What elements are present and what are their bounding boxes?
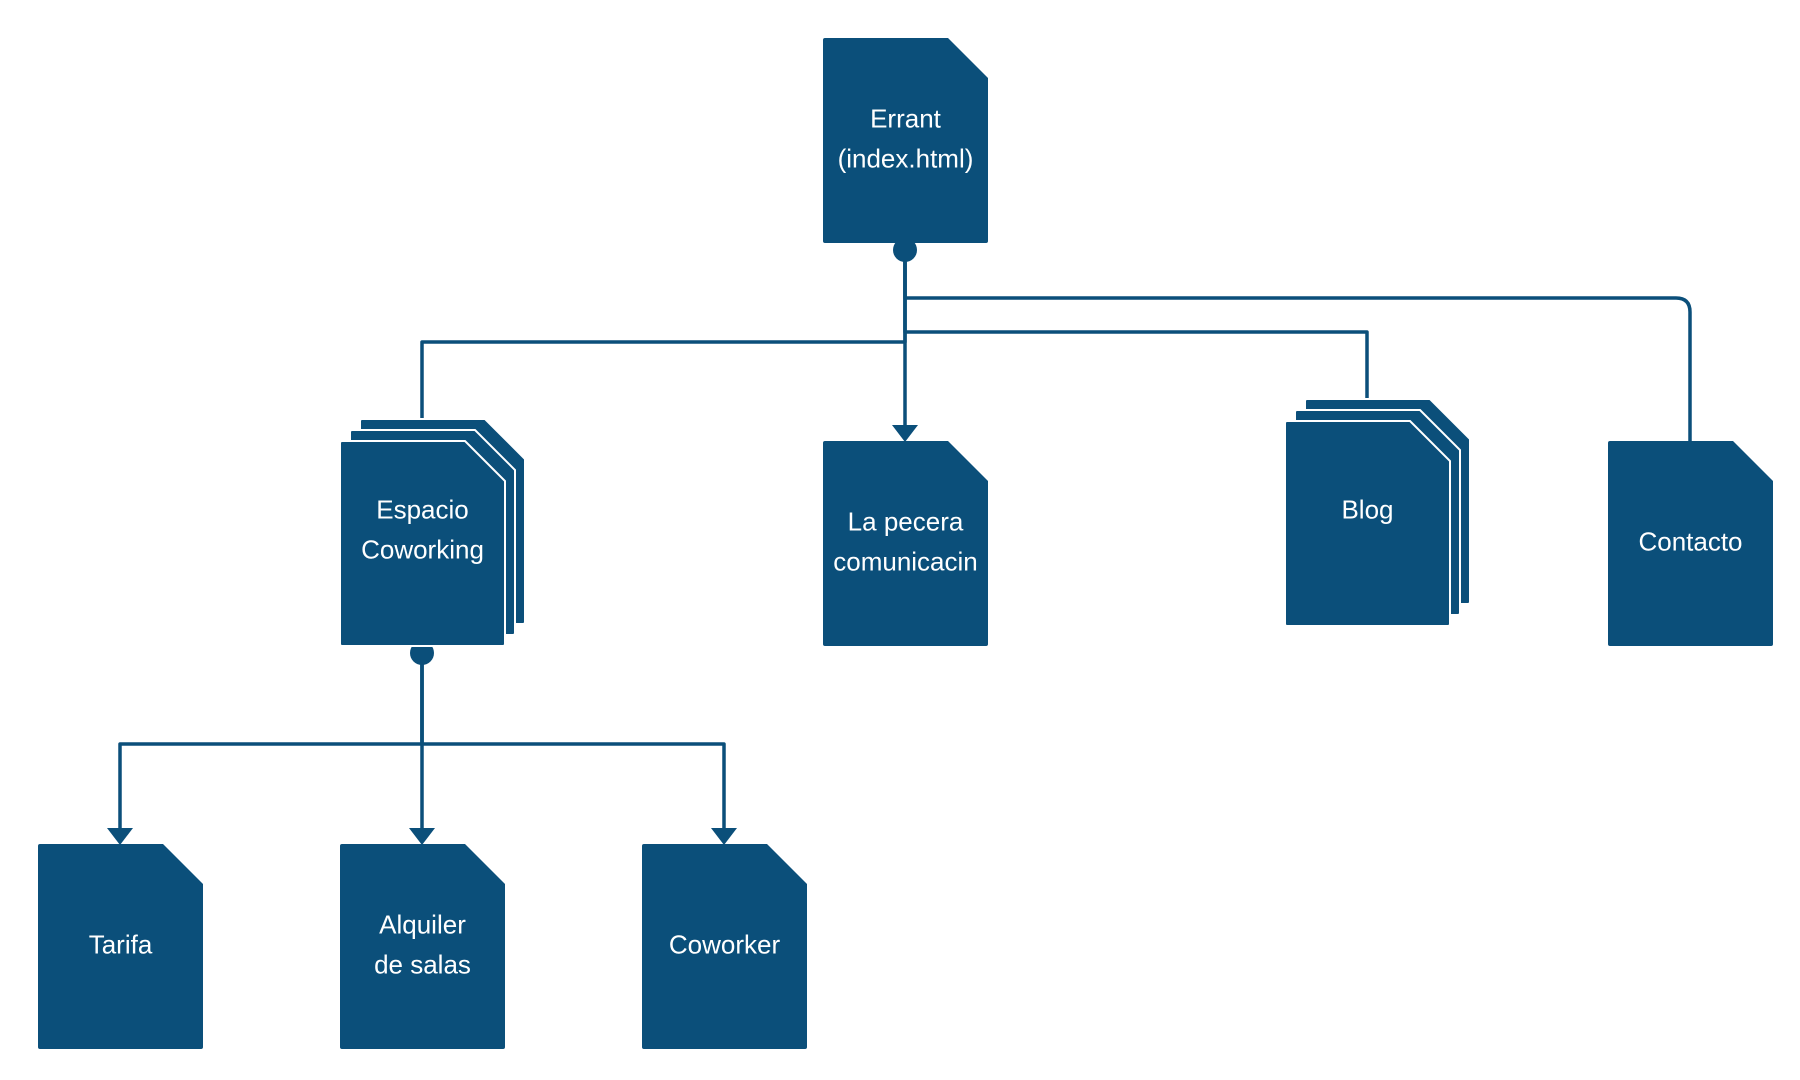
connector-espacio-coworker (420, 653, 726, 831)
arrowhead-pecera (892, 425, 918, 442)
node-label-line: Alquiler (379, 909, 466, 939)
node-label: La pecera comunicacin (833, 506, 978, 576)
connector-espacio-tarifa (118, 653, 424, 831)
node-label-line: Coworking (361, 534, 484, 564)
document-page (823, 38, 988, 243)
node-label-line: de salas (374, 949, 471, 979)
stack-page-front (1284, 420, 1451, 627)
document-icon (340, 844, 505, 1049)
arrowhead-coworker (711, 828, 737, 845)
node-label-line: Coworker (669, 929, 781, 959)
page-node-contacto[interactable]: Contacto (1608, 441, 1773, 646)
node-label-line: Espacio (376, 494, 469, 524)
document-page (1608, 441, 1773, 646)
stacked-documents-icon (1284, 398, 1471, 627)
node-label: Alquiler de salas (374, 909, 471, 979)
node-label: Contacto (1638, 526, 1742, 556)
node-label-line: Tarifa (89, 929, 153, 959)
document-icon (642, 844, 807, 1049)
stacked-documents-icon (339, 418, 526, 647)
connector-origin-root (893, 238, 917, 262)
node-label-line: Blog (1341, 494, 1393, 524)
arrowhead-tarifa (107, 828, 133, 845)
node-label-line: La pecera (848, 506, 964, 536)
node-label-line: comunicacin (833, 546, 978, 576)
connector-root-contacto (903, 250, 1692, 441)
node-label-line: (index.html) (838, 143, 974, 173)
connector-root-blog (903, 250, 1369, 408)
document-icon (1608, 441, 1773, 646)
page-node-errant[interactable]: Errant (index.html) (823, 38, 988, 243)
document-page (823, 441, 988, 646)
node-label-line: Contacto (1638, 526, 1742, 556)
document-page (642, 844, 807, 1049)
stack-page-front (339, 440, 506, 647)
page-node-alquiler-de-salas[interactable]: Alquiler de salas (340, 844, 505, 1049)
page-node-blog[interactable]: Blog (1284, 398, 1471, 627)
node-label: Errant (index.html) (838, 103, 974, 173)
document-icon (823, 38, 988, 243)
document-page (38, 844, 203, 1049)
document-icon (823, 441, 988, 646)
node-label: Tarifa (89, 929, 153, 959)
page-node-la-pecera[interactable]: La pecera comunicacin (823, 441, 988, 646)
document-page (340, 844, 505, 1049)
node-label-line: Errant (870, 103, 942, 133)
page-node-coworker[interactable]: Coworker (642, 844, 807, 1049)
node-label: Blog (1341, 494, 1393, 524)
node-label: Coworker (669, 929, 781, 959)
page-node-tarifa[interactable]: Tarifa (38, 844, 203, 1049)
arrowhead-alquiler (409, 828, 435, 845)
document-icon (38, 844, 203, 1049)
connector-root-espacio (420, 250, 907, 428)
